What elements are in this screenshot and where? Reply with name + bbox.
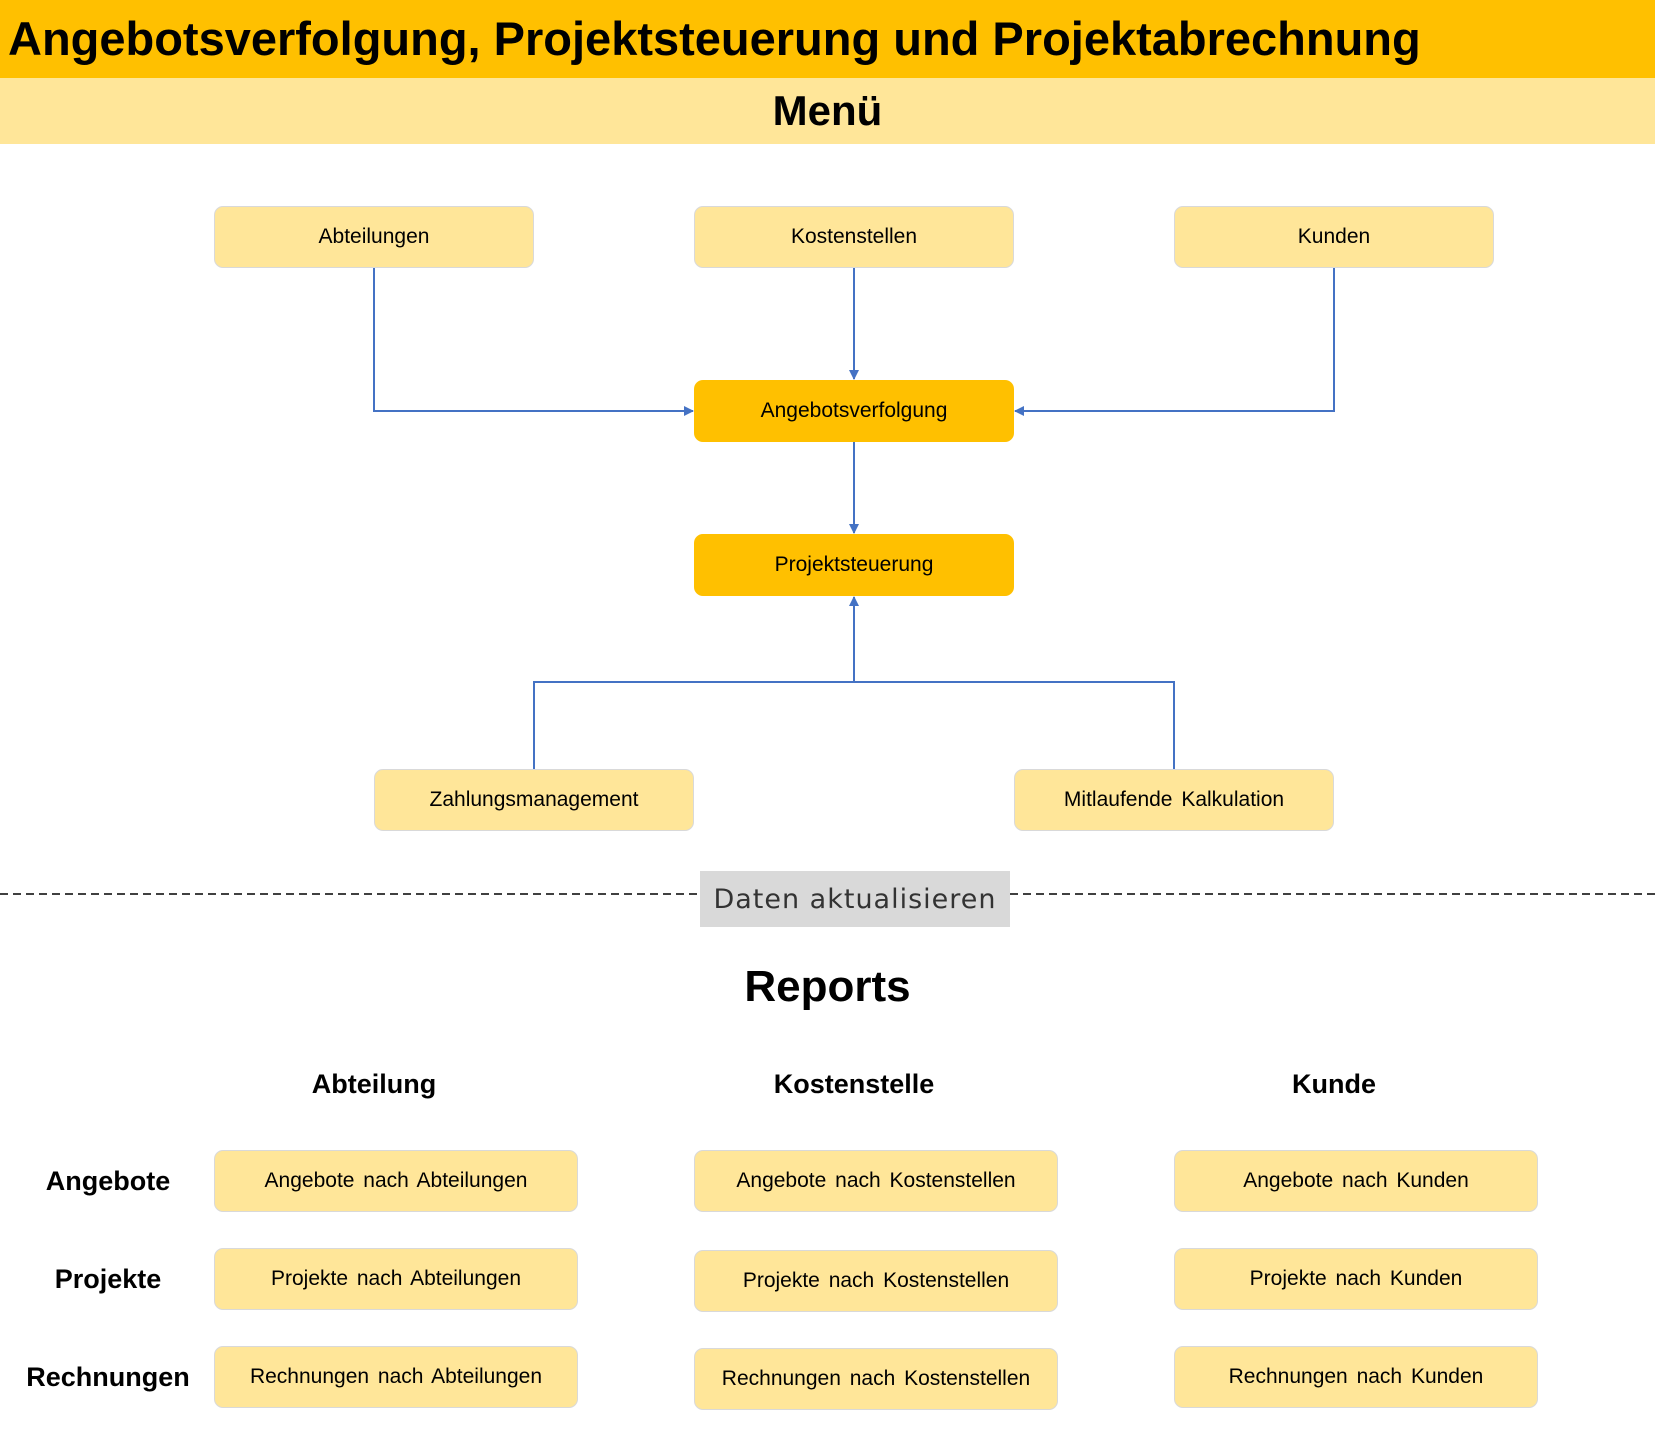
column-header-kunde: Kunde (1292, 1069, 1376, 1099)
row-header-rechnungen: Rechnungen (26, 1362, 190, 1392)
report-projekte-nach-abteilungen[interactable]: Projekte nach Abteilungen (214, 1248, 578, 1310)
menu-heading: Menü (772, 87, 883, 134)
row-header-angebote: Angebote (45, 1166, 171, 1196)
zahlungsmanagement-button[interactable]: Zahlungsmanagement (374, 769, 694, 831)
connector-zahlungsmanagement-projektsteuerung (533, 596, 859, 769)
report-rechnungen-nach-kunden[interactable]: Rechnungen nach Kunden (1174, 1346, 1538, 1408)
reports-heading: Reports (744, 962, 911, 1011)
menu-bar: Menü (0, 78, 1655, 144)
connector-kalkulation-projektsteuerung (854, 681, 1175, 769)
report-rechnungen-nach-abteilungen[interactable]: Rechnungen nach Abteilungen (214, 1346, 578, 1408)
report-rechnungen-nach-kostenstellen[interactable]: Rechnungen nach Kostenstellen (694, 1348, 1058, 1410)
column-header-kostenstelle: Kostenstelle (773, 1069, 935, 1099)
report-projekte-nach-kunden[interactable]: Projekte nach Kunden (1174, 1248, 1538, 1310)
kostenstellen-button[interactable]: Kostenstellen (694, 206, 1014, 268)
mitlaufende-kalkulation-button[interactable]: Mitlaufende Kalkulation (1014, 769, 1334, 831)
report-angebote-nach-kunden[interactable]: Angebote nach Kunden (1174, 1150, 1538, 1212)
report-angebote-nach-kostenstellen[interactable]: Angebote nach Kostenstellen (694, 1150, 1058, 1212)
connector-abteilungen-angebotsverfolgung (373, 268, 694, 416)
title-bar: Angebotsverfolgung, Projektsteuerung und… (0, 0, 1655, 78)
connector-kunden-angebotsverfolgung (1014, 268, 1335, 416)
column-header-abteilung: Abteilung (311, 1069, 437, 1099)
daten-aktualisieren-button[interactable]: Daten aktualisieren (700, 871, 1010, 927)
report-angebote-nach-abteilungen[interactable]: Angebote nach Abteilungen (214, 1150, 578, 1212)
row-header-projekte: Projekte (54, 1264, 162, 1294)
kunden-button[interactable]: Kunden (1174, 206, 1494, 268)
report-projekte-nach-kostenstellen[interactable]: Projekte nach Kostenstellen (694, 1250, 1058, 1312)
angebotsverfolgung-button[interactable]: Angebotsverfolgung (694, 380, 1014, 442)
projektsteuerung-button[interactable]: Projektsteuerung (694, 534, 1014, 596)
abteilungen-button[interactable]: Abteilungen (214, 206, 534, 268)
page-title: Angebotsverfolgung, Projektsteuerung und… (8, 12, 1421, 65)
